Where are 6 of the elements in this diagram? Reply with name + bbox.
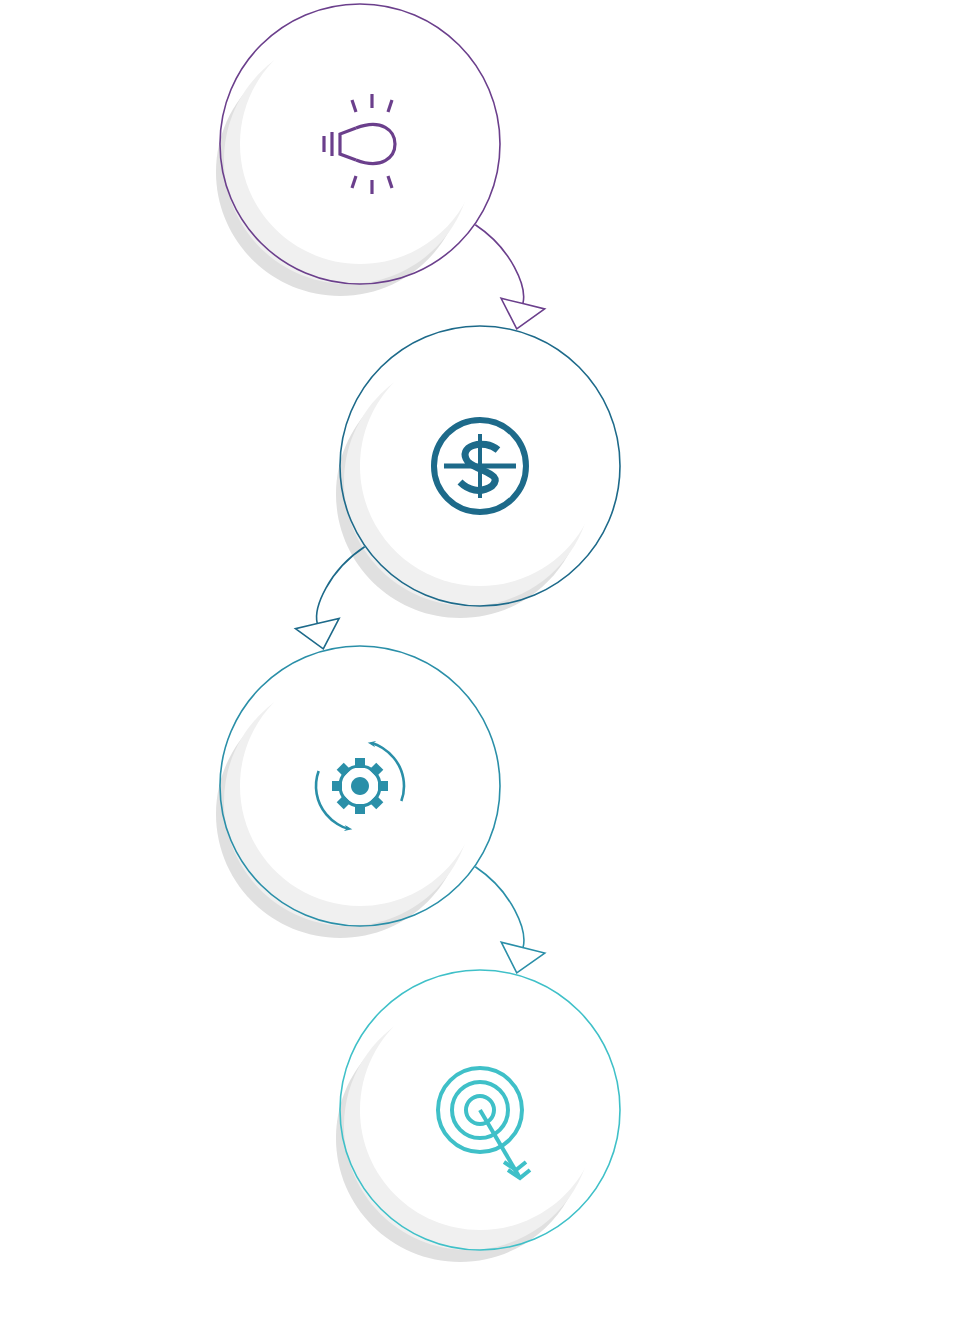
arrow [474, 865, 547, 974]
arrow [474, 224, 547, 330]
step-circle [336, 325, 621, 618]
step-circle [336, 969, 621, 1262]
step-circle [216, 645, 501, 938]
step-circle [216, 3, 501, 296]
